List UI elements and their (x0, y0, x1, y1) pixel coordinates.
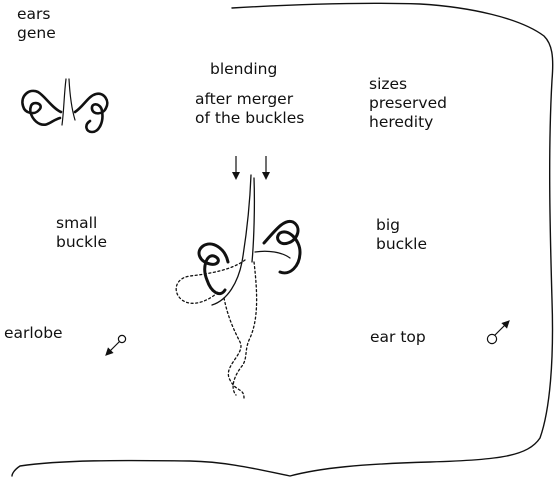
label-ear-top: ear top (370, 328, 426, 346)
label-ears-gene: ears gene (17, 5, 56, 42)
label-after-merger: after merger of the buckles (195, 90, 305, 127)
label-blending: blending (210, 60, 278, 78)
merged-buckles-sketch (175, 174, 302, 399)
label-sizes-preserved: sizes preserved heredity (369, 75, 447, 131)
page-border (11, 2, 554, 477)
label-small-buckle: small buckle (56, 214, 108, 251)
female-symbol-icon (105, 334, 127, 356)
male-symbol-icon (486, 320, 510, 345)
label-big-buckle: big buckle (376, 216, 428, 253)
label-earlobe: earlobe (4, 324, 63, 342)
ears-gene-sketch (21, 78, 109, 134)
